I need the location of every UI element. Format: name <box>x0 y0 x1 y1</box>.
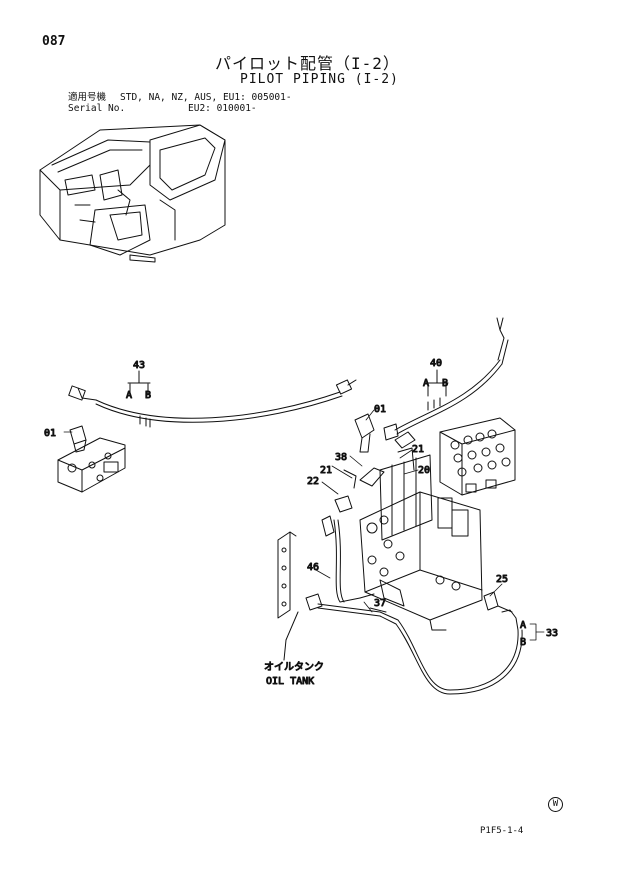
callout-40: 40 <box>430 358 442 369</box>
serial-label-en: Serial No. <box>68 103 126 114</box>
callout-40-b: B <box>442 378 448 389</box>
callout-21-left: 21 <box>320 465 332 476</box>
return-hose-37 <box>283 593 523 695</box>
serial-range-1: STD, NA, NZ, AUS, EU1: 005001- <box>120 92 292 103</box>
oil-tank-label-jp: オイルタンク <box>264 661 324 673</box>
callout-01-right: 01 <box>374 404 386 415</box>
edition-mark: W <box>548 797 563 812</box>
callout-43-a: A <box>126 390 132 401</box>
callout-40-a: A <box>423 378 429 389</box>
left-valve-block <box>57 425 126 493</box>
callout-21-right: 21 <box>412 444 424 455</box>
pilot-valve-block <box>439 417 516 496</box>
callout-46: 46 <box>307 562 319 573</box>
leader-lines <box>63 409 545 641</box>
callout-01-left: 01 <box>44 428 56 439</box>
elbow-fitting-01 <box>354 413 375 453</box>
title-english: PILOT PIPING (I-2) <box>240 72 399 87</box>
callout-25: 25 <box>496 574 508 585</box>
hose-43 <box>68 370 357 428</box>
hose-40 <box>383 317 509 441</box>
callout-33: 33 <box>546 628 558 639</box>
callout-38: 38 <box>335 452 347 463</box>
callout-20: 20 <box>418 465 430 476</box>
title-japanese: パイロット配管（I-2） <box>215 54 400 73</box>
oil-tank-bracket <box>277 531 297 619</box>
callout-22: 22 <box>307 476 319 487</box>
hose-46 <box>333 519 375 603</box>
control-valve-assembly <box>321 431 483 631</box>
callout-43: 43 <box>133 360 145 371</box>
page-number: 087 <box>42 34 66 49</box>
machine-cab-overview <box>39 124 226 263</box>
callout-33-a: A <box>520 620 526 631</box>
serial-range-2: EU2: 010001- <box>188 103 257 114</box>
callout-37: 37 <box>374 598 386 609</box>
fitting-25 <box>483 591 513 613</box>
figure-code: P1F5-1-4 <box>480 826 524 836</box>
callout-33-b: B <box>520 637 526 648</box>
serial-label-jp: 適用号機 <box>68 92 107 103</box>
oil-tank-label-en: OIL TANK <box>266 676 314 687</box>
callout-43-b: B <box>145 390 151 401</box>
